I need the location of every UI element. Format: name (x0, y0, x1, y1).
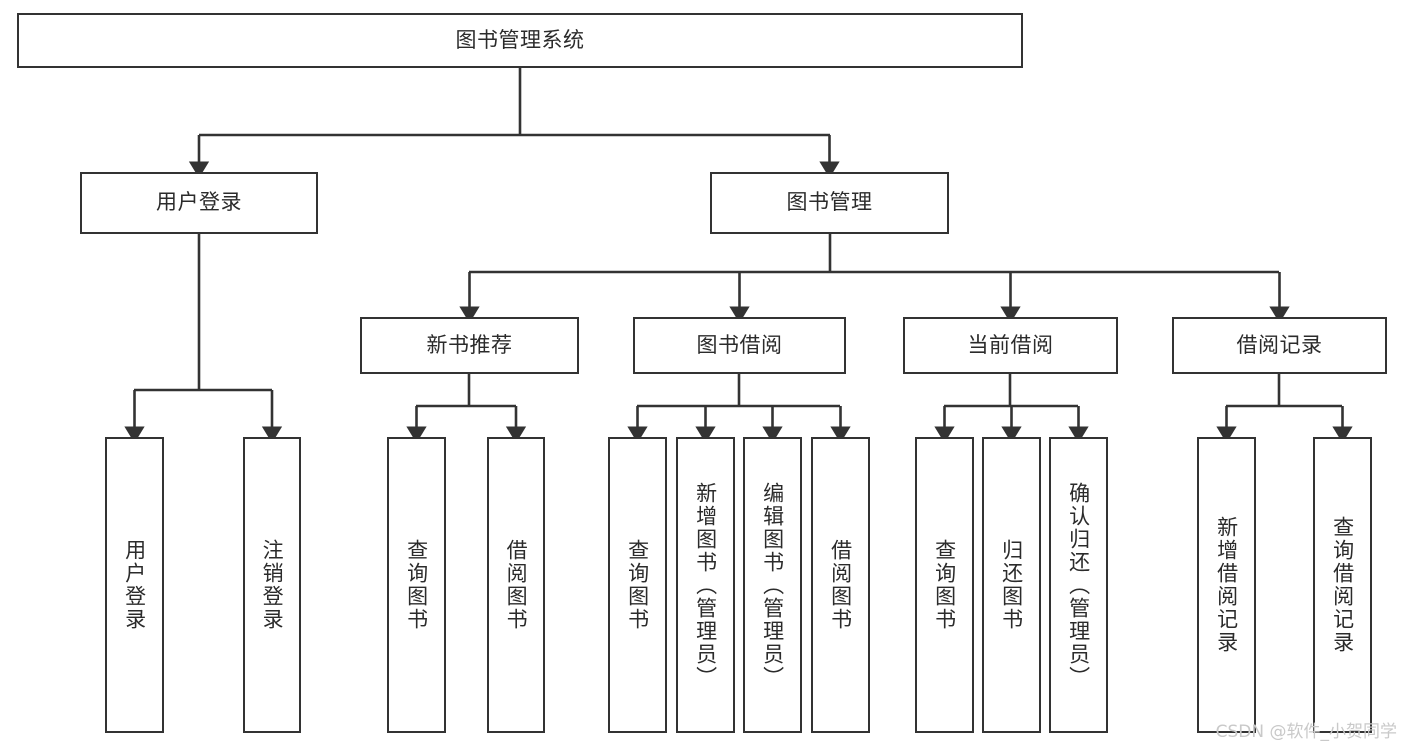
node-borrow-record[interactable]: 借阅记录 (1172, 317, 1387, 374)
node-label: 新增借阅记录 (1214, 516, 1239, 654)
node-leaf-query-book-1[interactable]: 查询图书 (387, 437, 446, 733)
node-label: 确认归还（管理员） (1066, 481, 1091, 689)
node-label: 查询图书 (404, 539, 429, 631)
node-leaf-add-borrow-record[interactable]: 新增借阅记录 (1197, 437, 1256, 733)
node-leaf-query-borrow-record[interactable]: 查询借阅记录 (1313, 437, 1372, 733)
node-book-manage[interactable]: 图书管理 (710, 172, 949, 234)
node-label: 借阅记录 (1236, 332, 1323, 357)
node-leaf-edit-book-admin[interactable]: 编辑图书（管理员） (743, 437, 802, 733)
node-label: 当前借阅 (967, 332, 1054, 357)
node-leaf-borrow-book-1[interactable]: 借阅图书 (487, 437, 545, 733)
node-label: 借阅图书 (828, 539, 853, 631)
node-label: 新增图书（管理员） (693, 481, 718, 689)
node-leaf-borrow-book-2[interactable]: 借阅图书 (811, 437, 870, 733)
node-leaf-confirm-return-admin[interactable]: 确认归还（管理员） (1049, 437, 1108, 733)
node-user-login[interactable]: 用户登录 (80, 172, 318, 234)
node-label: 查询借阅记录 (1330, 516, 1355, 654)
node-leaf-add-book-admin[interactable]: 新增图书（管理员） (676, 437, 735, 733)
node-leaf-user-login[interactable]: 用户登录 (105, 437, 164, 733)
node-current-borrow[interactable]: 当前借阅 (903, 317, 1118, 374)
node-label: 编辑图书（管理员） (760, 481, 785, 689)
node-label: 图书借阅 (696, 332, 783, 357)
node-new-book-recommend[interactable]: 新书推荐 (360, 317, 579, 374)
node-label: 新书推荐 (426, 332, 513, 357)
csdn-watermark: CSDN @软件_小贺同学 (1215, 722, 1397, 742)
node-book-borrow[interactable]: 图书借阅 (633, 317, 846, 374)
node-label: 图书管理 (786, 190, 873, 215)
node-leaf-query-book-3[interactable]: 查询图书 (915, 437, 974, 733)
node-label: 用户登录 (122, 539, 147, 631)
node-label: 注销登录 (260, 539, 285, 631)
node-leaf-return-book[interactable]: 归还图书 (982, 437, 1041, 733)
node-label: 查询图书 (625, 539, 650, 631)
node-label: 查询图书 (932, 539, 957, 631)
node-label: 用户登录 (156, 190, 242, 215)
node-root[interactable]: 图书管理系统 (17, 13, 1023, 68)
node-leaf-user-logout[interactable]: 注销登录 (243, 437, 301, 733)
node-label: 借阅图书 (504, 539, 529, 631)
node-leaf-query-book-2[interactable]: 查询图书 (608, 437, 667, 733)
node-label: 归还图书 (999, 539, 1024, 631)
node-label: 图书管理系统 (455, 27, 585, 52)
